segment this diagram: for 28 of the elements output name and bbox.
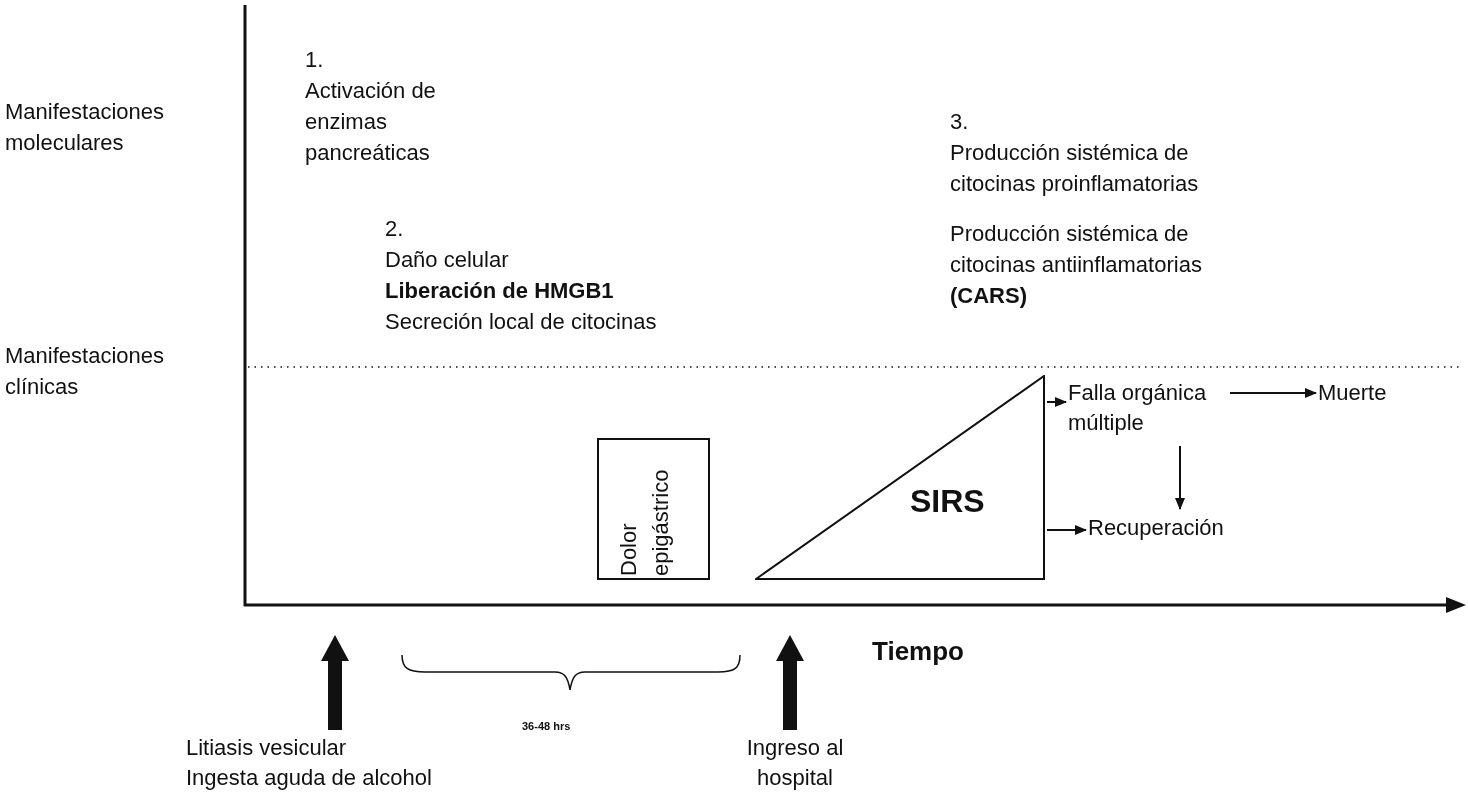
step-number: 2. — [385, 215, 405, 243]
arrow — [1046, 525, 1087, 535]
triangle-label: SIRS — [910, 483, 985, 519]
axis-label: Manifestaciones clínicas — [5, 342, 165, 401]
outcome-text: Recuperación — [1088, 514, 1225, 542]
step-text: Secreción local de citocinas — [385, 308, 658, 336]
outcome-text: Muerte — [1318, 379, 1388, 407]
axis-label: Manifestaciones moleculares — [5, 98, 165, 157]
cause-text: Ingesta aguda de alcohol — [186, 764, 433, 792]
step-text: Producción sistémica de citocinas antiinflamatorias — [950, 220, 1203, 279]
step-number: 1. — [305, 46, 325, 74]
arrow — [1046, 397, 1067, 407]
symptom-box: Dolor epigástrico — [597, 438, 710, 580]
step-text: Liberación de HMGB1 — [385, 277, 615, 305]
thick-arrow — [776, 635, 804, 730]
event-text: Ingreso al hospital — [745, 734, 845, 792]
step-number: 3. — [950, 108, 970, 136]
thick-arrow — [321, 635, 349, 730]
duration-label: 36-48 hrs — [522, 719, 572, 734]
outcome-text: Falla orgánica múltiple — [1068, 379, 1208, 437]
step-text: Activación de enzimas pancreáticas — [305, 77, 437, 167]
arrow — [1229, 388, 1317, 398]
cause-text: Litiasis vesicular — [186, 734, 348, 762]
arrow — [1175, 445, 1185, 510]
axis-title: Tiempo — [872, 636, 965, 667]
step-text: Producción sistémica de citocinas proinflamatorias — [950, 139, 1200, 198]
step-text: (CARS) — [950, 282, 1028, 310]
step-text: Daño celular — [385, 246, 510, 274]
